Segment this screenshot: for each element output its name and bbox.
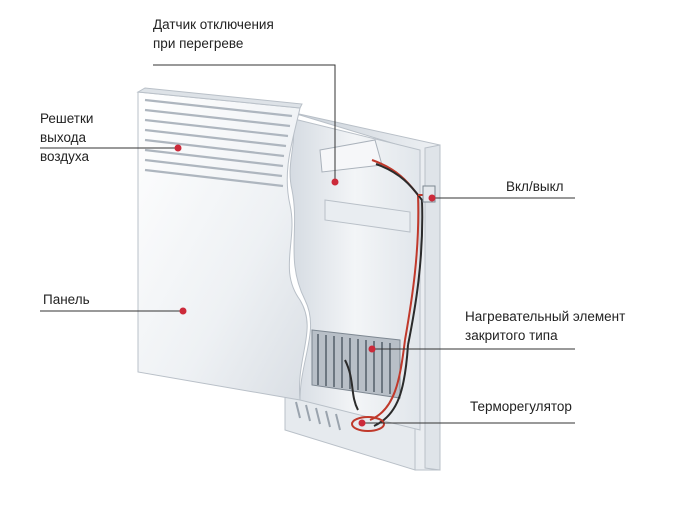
panel-label: Панель [43, 292, 90, 307]
grilles-label: Решетки выхода воздуха [40, 111, 94, 164]
switch-label: Вкл/выкл [506, 179, 564, 194]
heating-element-block [311, 329, 401, 399]
heating-element-callout-dot [368, 345, 376, 353]
thermostat-label: Терморегулятор [470, 399, 572, 414]
panel-callout-dot [179, 307, 187, 315]
air-outlet-grilles [144, 98, 293, 188]
heating-element-label: Нагревательный элемент закритого типа [465, 309, 626, 343]
sensor-callout-dot [331, 178, 339, 186]
sensor-leader-line [153, 64, 336, 180]
leader-lines [40, 64, 575, 424]
sensor-label: Датчик отключения при перегреве [153, 17, 274, 51]
thermostat-callout-dot [358, 419, 366, 427]
grilles-callout-dot [174, 144, 182, 152]
bottom-vent-slots [295, 401, 341, 431]
front-panel [136, 87, 308, 401]
switch-callout-dot [428, 194, 436, 202]
callout-dots [174, 144, 436, 427]
internal-wiring [344, 159, 428, 432]
